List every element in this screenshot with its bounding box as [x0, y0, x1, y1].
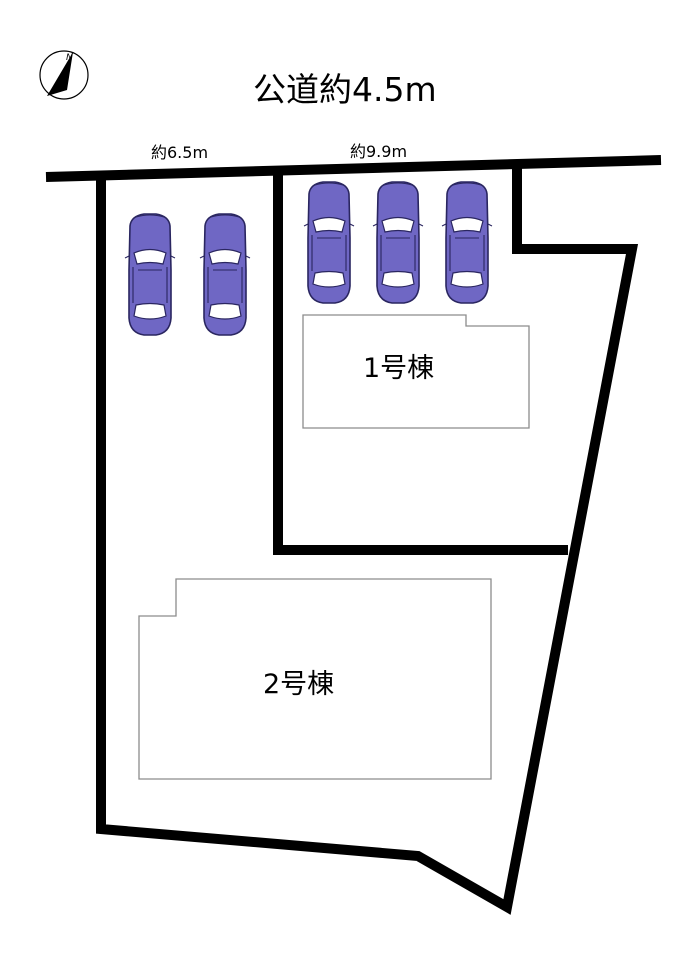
- lot1-boundary: [273, 173, 568, 555]
- frontage-label-lot2: 約6.5m: [151, 143, 208, 162]
- site-boundary: [96, 167, 639, 915]
- frontage-label-lot1: 約9.9m: [350, 142, 407, 161]
- compass-needle-edge: [54, 51, 74, 94]
- parking-car-icon: [303, 181, 355, 304]
- north-label: N: [66, 53, 73, 63]
- building-1-footprint: [302, 314, 530, 429]
- road-label: 公道約4.5m: [253, 70, 437, 109]
- compass-needle: [47, 52, 73, 96]
- building-1-label: 1号棟: [363, 353, 434, 384]
- building-2-label: 2号棟: [263, 669, 334, 700]
- parking-car-icon: [372, 181, 424, 304]
- road-edge-line: [45, 155, 662, 182]
- north-arrow-icon: N: [39, 50, 89, 100]
- building-2-footprint: [138, 578, 492, 780]
- parking-car-icon: [124, 213, 176, 336]
- parking-car-icon: [199, 213, 251, 336]
- parking-car-icon: [441, 181, 493, 304]
